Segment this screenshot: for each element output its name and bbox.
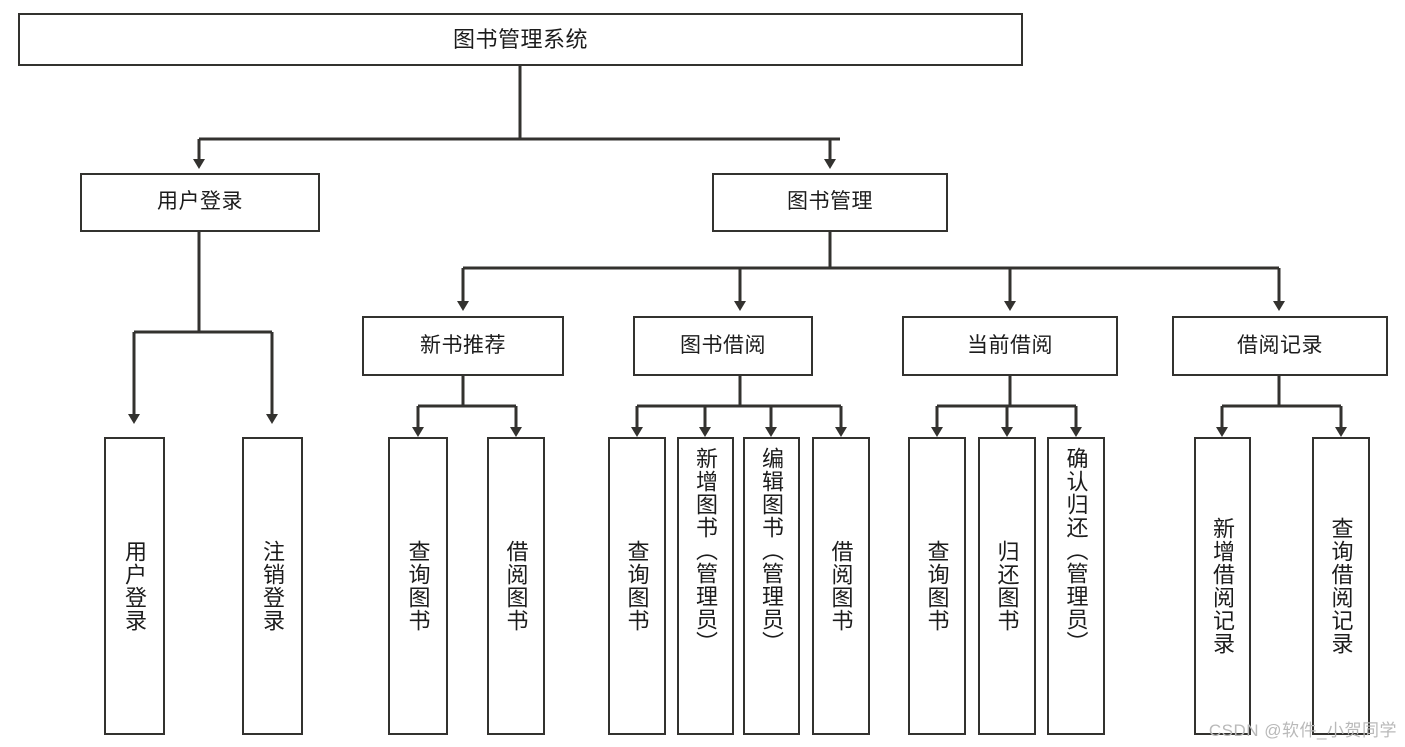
leaf-borrow-edit-book-admin[interactable]: 编辑图书（管理员） <box>743 437 800 735</box>
node-book-borrow[interactable]: 图书借阅 <box>633 316 813 376</box>
leaf-record-query-record[interactable]: 查询借阅记录 <box>1312 437 1370 735</box>
leaf-current-return-book[interactable]: 归还图书 <box>978 437 1036 735</box>
node-label: 图书借阅 <box>680 333 766 357</box>
leaf-record-add-record[interactable]: 新增借阅记录 <box>1194 437 1251 735</box>
node-label: 借阅图书 <box>503 540 529 632</box>
leaf-current-query-book[interactable]: 查询图书 <box>908 437 966 735</box>
node-label: 新增图书（管理员） <box>693 447 719 654</box>
leaf-new-book-query[interactable]: 查询图书 <box>388 437 448 735</box>
node-label: 查询图书 <box>405 540 431 632</box>
node-label: 借阅记录 <box>1237 333 1323 357</box>
node-label: 注销登录 <box>260 540 286 632</box>
leaf-borrow-add-book-admin[interactable]: 新增图书（管理员） <box>677 437 734 735</box>
node-label: 编辑图书（管理员） <box>759 447 785 654</box>
node-new-book-recommend[interactable]: 新书推荐 <box>362 316 564 376</box>
node-label: 借阅图书 <box>828 540 854 632</box>
node-user-login[interactable]: 用户登录 <box>80 173 320 232</box>
node-label: 用户登录 <box>157 190 243 214</box>
node-label: 查询借阅记录 <box>1328 517 1354 655</box>
node-label: 新增借阅记录 <box>1210 517 1236 655</box>
node-book-management[interactable]: 图书管理 <box>712 173 948 232</box>
leaf-new-book-borrow[interactable]: 借阅图书 <box>487 437 545 735</box>
node-label: 归还图书 <box>994 540 1020 632</box>
node-label: 图书管理 <box>787 190 873 214</box>
node-current-borrow[interactable]: 当前借阅 <box>902 316 1118 376</box>
node-label: 确认归还（管理员） <box>1063 447 1089 654</box>
node-label: 查询图书 <box>924 540 950 632</box>
node-borrow-record[interactable]: 借阅记录 <box>1172 316 1388 376</box>
node-label: 查询图书 <box>624 540 650 632</box>
node-label: 新书推荐 <box>420 333 506 357</box>
leaf-borrow-borrow-book[interactable]: 借阅图书 <box>812 437 870 735</box>
leaf-current-confirm-return-admin[interactable]: 确认归还（管理员） <box>1047 437 1105 735</box>
leaf-user-login-logout[interactable]: 注销登录 <box>242 437 303 735</box>
leaf-user-login-login[interactable]: 用户登录 <box>104 437 165 735</box>
node-label: 图书管理系统 <box>452 26 588 52</box>
node-root-system[interactable]: 图书管理系统 <box>18 13 1023 66</box>
leaf-borrow-query-book[interactable]: 查询图书 <box>608 437 666 735</box>
node-label: 当前借阅 <box>967 333 1053 357</box>
node-label: 用户登录 <box>122 540 148 632</box>
